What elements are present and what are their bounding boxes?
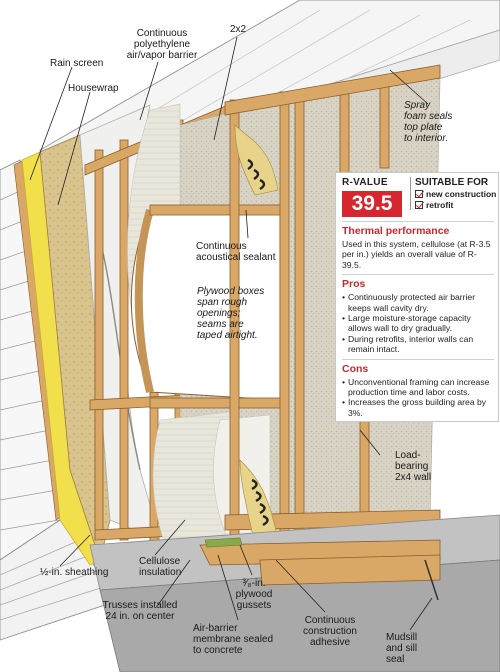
label-plywood-gussets: ³⁄₈-in. plywood gussets <box>235 578 273 611</box>
pros-list: Continuously protected air barrier keeps… <box>342 292 494 354</box>
divider <box>342 221 494 222</box>
callout-leaders <box>29 36 433 631</box>
suitable-for-box: SUITABLE FOR new construction retrofit <box>410 177 500 210</box>
label-load-bearing: Load- bearing 2x4 wall <box>395 450 432 483</box>
cons-item: Increases the gross building area by 3%. <box>342 397 494 418</box>
bottom-sealant <box>239 459 279 546</box>
cons-list: Unconventional framing can increase prod… <box>342 377 494 419</box>
info-panel: R-VALUE 39.5 SUITABLE FOR new constructi… <box>335 172 499 422</box>
cons-heading: Cons <box>342 362 369 375</box>
label-poly-barrier: Continuous polyethylene air/vapor barrie… <box>126 28 198 61</box>
label-trusses: Trusses installed 24 in. on center <box>102 600 178 622</box>
plywood-box-rough-opening <box>130 204 286 409</box>
label-cellulose: Cellulose insulation <box>139 556 182 578</box>
label-2x2: 2x2 <box>230 24 247 35</box>
thermal-text: Used in this system, cellulose (at R-3.5… <box>342 239 491 270</box>
label-acoustical-sealant: Continuous acoustical sealant <box>196 241 276 263</box>
spray-foam-top-plate <box>234 124 279 196</box>
label-spray-foam: Spray foam seals top plate to interior. <box>404 100 453 144</box>
rvalue-number: 39.5 <box>342 191 402 217</box>
divider <box>342 358 494 360</box>
pros-heading: Pros <box>342 278 366 291</box>
label-mudsill: Mudsill and sill seal <box>386 632 418 665</box>
label-air-barrier: Air-barrier membrane sealed to concrete <box>193 623 274 656</box>
suitable-title: SUITABLE FOR <box>415 177 489 188</box>
panel-body: Thermal performance Used in this system,… <box>342 217 494 418</box>
label-plywood-boxes: Plywood boxes span rough openings; seams… <box>197 286 265 341</box>
pros-item: Continuously protected air barrier keeps… <box>342 292 494 313</box>
rvalue-label: R-VALUE <box>342 177 388 188</box>
checkbox-checked-icon <box>415 201 423 209</box>
cons-item: Unconventional framing can increase prod… <box>342 377 494 398</box>
osb-sheathing <box>39 134 111 562</box>
suitable-item-retrofit: retrofit <box>415 200 500 210</box>
thermal-heading: Thermal performance <box>342 225 450 237</box>
label-sheathing: ½-in. sheathing <box>40 567 109 578</box>
rvalue-box: R-VALUE 39.5 <box>342 177 406 217</box>
pros-item: Large moisture-storage capacity allows w… <box>342 313 494 334</box>
divider <box>342 274 494 276</box>
pros-item: During retrofits, interior walls can rem… <box>342 334 494 355</box>
checkbox-checked-icon <box>415 190 423 198</box>
floor-and-foundation <box>89 514 500 672</box>
label-housewrap: Housewrap <box>68 83 119 94</box>
label-construction-adhesive: Continuous construction adhesive <box>303 615 357 648</box>
label-rain-screen: Rain screen <box>50 58 104 69</box>
suitable-item-label: new construction <box>426 189 497 199</box>
suitable-item-new-construction: new construction <box>415 189 500 199</box>
suitable-item-label: retrofit <box>426 200 454 210</box>
